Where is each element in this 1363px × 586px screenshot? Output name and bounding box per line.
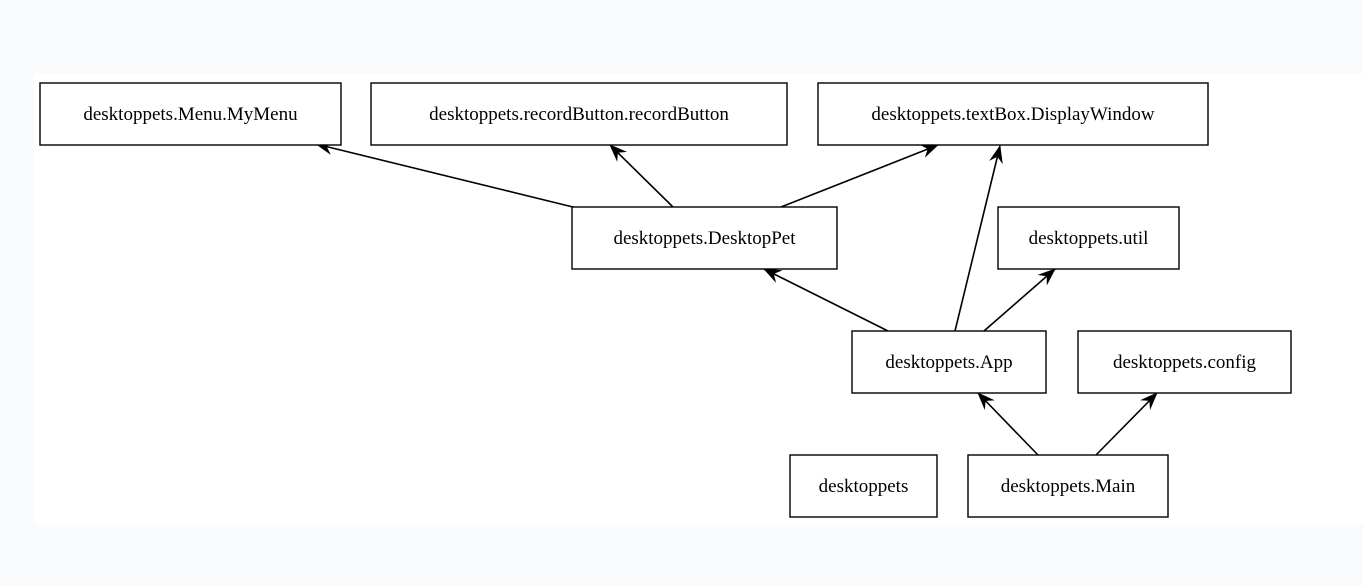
node-box [997,206,1180,270]
node-box [370,82,788,146]
node-root: desktoppets [789,454,938,518]
node-app: desktoppets.App [851,330,1047,394]
diagram-background [34,74,1363,524]
node-box [817,82,1209,146]
node-label: desktoppets.Main [1001,476,1136,497]
node-box [39,82,342,146]
node-label: desktoppets.util [1029,228,1149,249]
node-box [571,206,838,270]
node-main: desktoppets.Main [967,454,1169,518]
node-box [851,330,1047,394]
node-config: desktoppets.config [1077,330,1292,394]
edge-app-to-textbox [954,145,1003,332]
node-label: desktoppets.config [1113,352,1257,373]
node-label: desktoppets.DesktopPet [613,228,796,249]
node-util: desktoppets.util [997,206,1180,270]
node-label: desktoppets.App [885,352,1012,373]
node-label: desktoppets.textBox.DisplayWindow [871,104,1154,125]
edge-main-to-app [977,392,1039,456]
node-label: desktoppets [819,476,909,497]
edge-app-to-pet [763,268,889,332]
edge-pet-to-textbox [780,144,939,208]
node-menu: desktoppets.Menu.MyMenu [39,82,342,146]
edge-pet-to-record [609,144,674,208]
node-record: desktoppets.recordButton.recordButton [370,82,788,146]
node-label: desktoppets.Menu.MyMenu [83,104,298,125]
edge-pet-to-menu [315,141,578,209]
node-label: desktoppets.recordButton.recordButton [429,104,729,125]
node-box [967,454,1169,518]
node-textbox: desktoppets.textBox.DisplayWindow [817,82,1209,146]
edge-app-to-util [983,268,1056,332]
node-layer: desktoppets.Menu.MyMenu desktoppets.recor… [39,82,1292,518]
node-box [789,454,938,518]
node-box [1077,330,1292,394]
edge-layer [315,141,1158,456]
node-pet: desktoppets.DesktopPet [571,206,838,270]
edge-main-to-config [1095,392,1158,456]
